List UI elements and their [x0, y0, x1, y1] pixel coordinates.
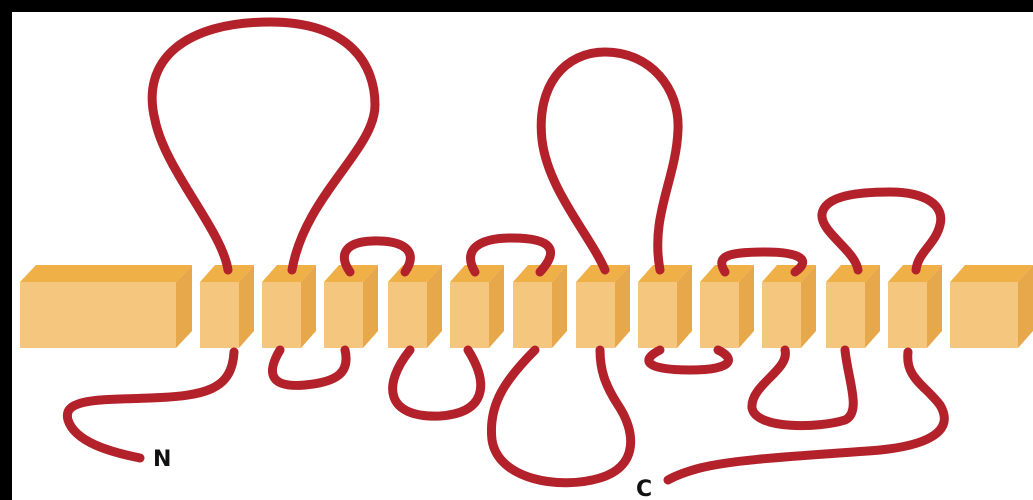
helix-12: [888, 265, 942, 348]
helix-8: [638, 265, 692, 348]
helix-1: [200, 265, 254, 348]
helix-6: [513, 265, 567, 348]
helix-5: [450, 265, 504, 348]
helix-9: [700, 265, 754, 348]
intracellular-loop-3: [491, 350, 630, 483]
helix-10: [762, 265, 816, 348]
helix-11: [826, 265, 880, 348]
membrane-block-right: [950, 265, 1033, 348]
n-terminal-tail: [67, 352, 234, 458]
helix-2: [262, 265, 316, 348]
intracellular-loop-4: [649, 350, 729, 370]
helix-4: [388, 265, 442, 348]
n-terminus-label: N: [153, 447, 171, 472]
intracellular-loop-5: [752, 350, 853, 426]
membrane-block-left: [20, 265, 192, 348]
helix-7: [576, 265, 630, 348]
intracellular-loop-2: [393, 350, 481, 416]
extracellular-loop-4: [541, 52, 678, 270]
extracellular-loop-1: [152, 22, 375, 270]
membrane: [20, 265, 1033, 348]
helix-3: [324, 265, 378, 348]
polypeptide-chain: [67, 22, 944, 483]
intracellular-loop-1: [272, 350, 346, 385]
extracellular-loop-6: [822, 192, 941, 270]
c-terminus-label: C: [636, 477, 652, 500]
